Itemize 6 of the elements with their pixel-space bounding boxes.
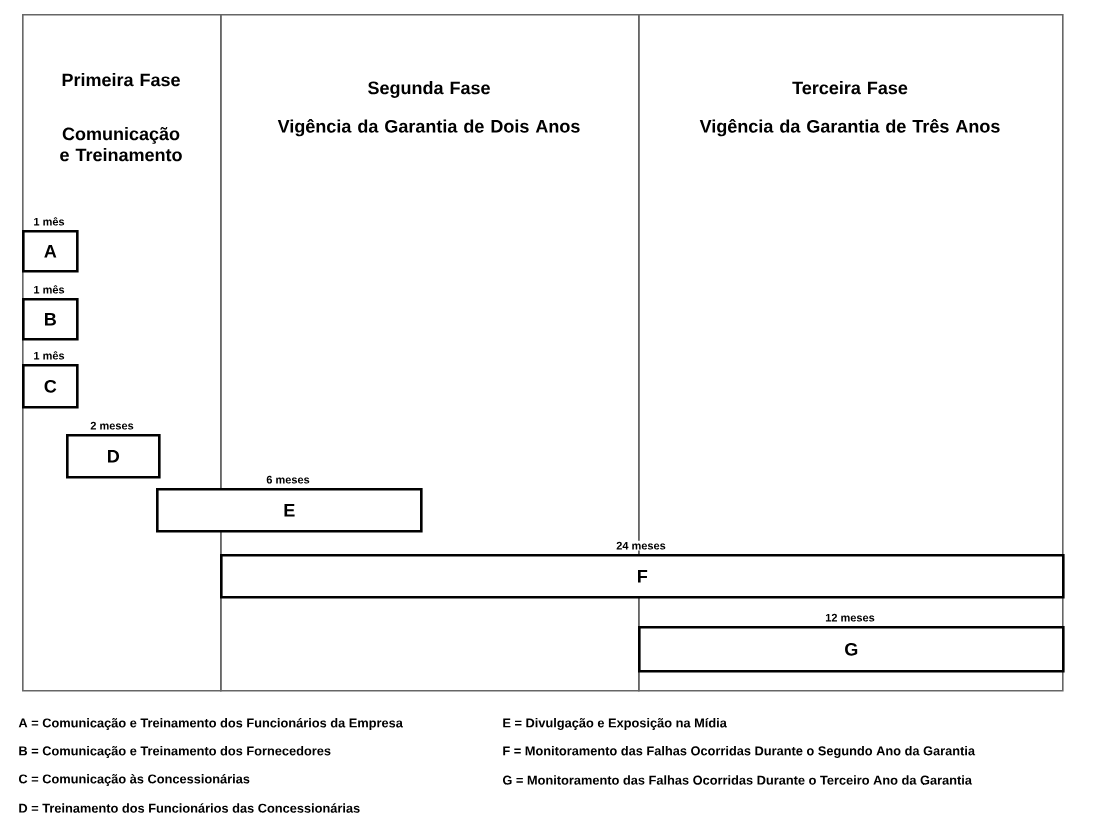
task-bar: D (66, 434, 161, 479)
task-bar: E (156, 487, 423, 533)
task-bar: C (22, 363, 79, 409)
task-bar: B (22, 297, 79, 341)
task-bar: A (22, 230, 79, 273)
task-bar: G (638, 626, 1065, 673)
